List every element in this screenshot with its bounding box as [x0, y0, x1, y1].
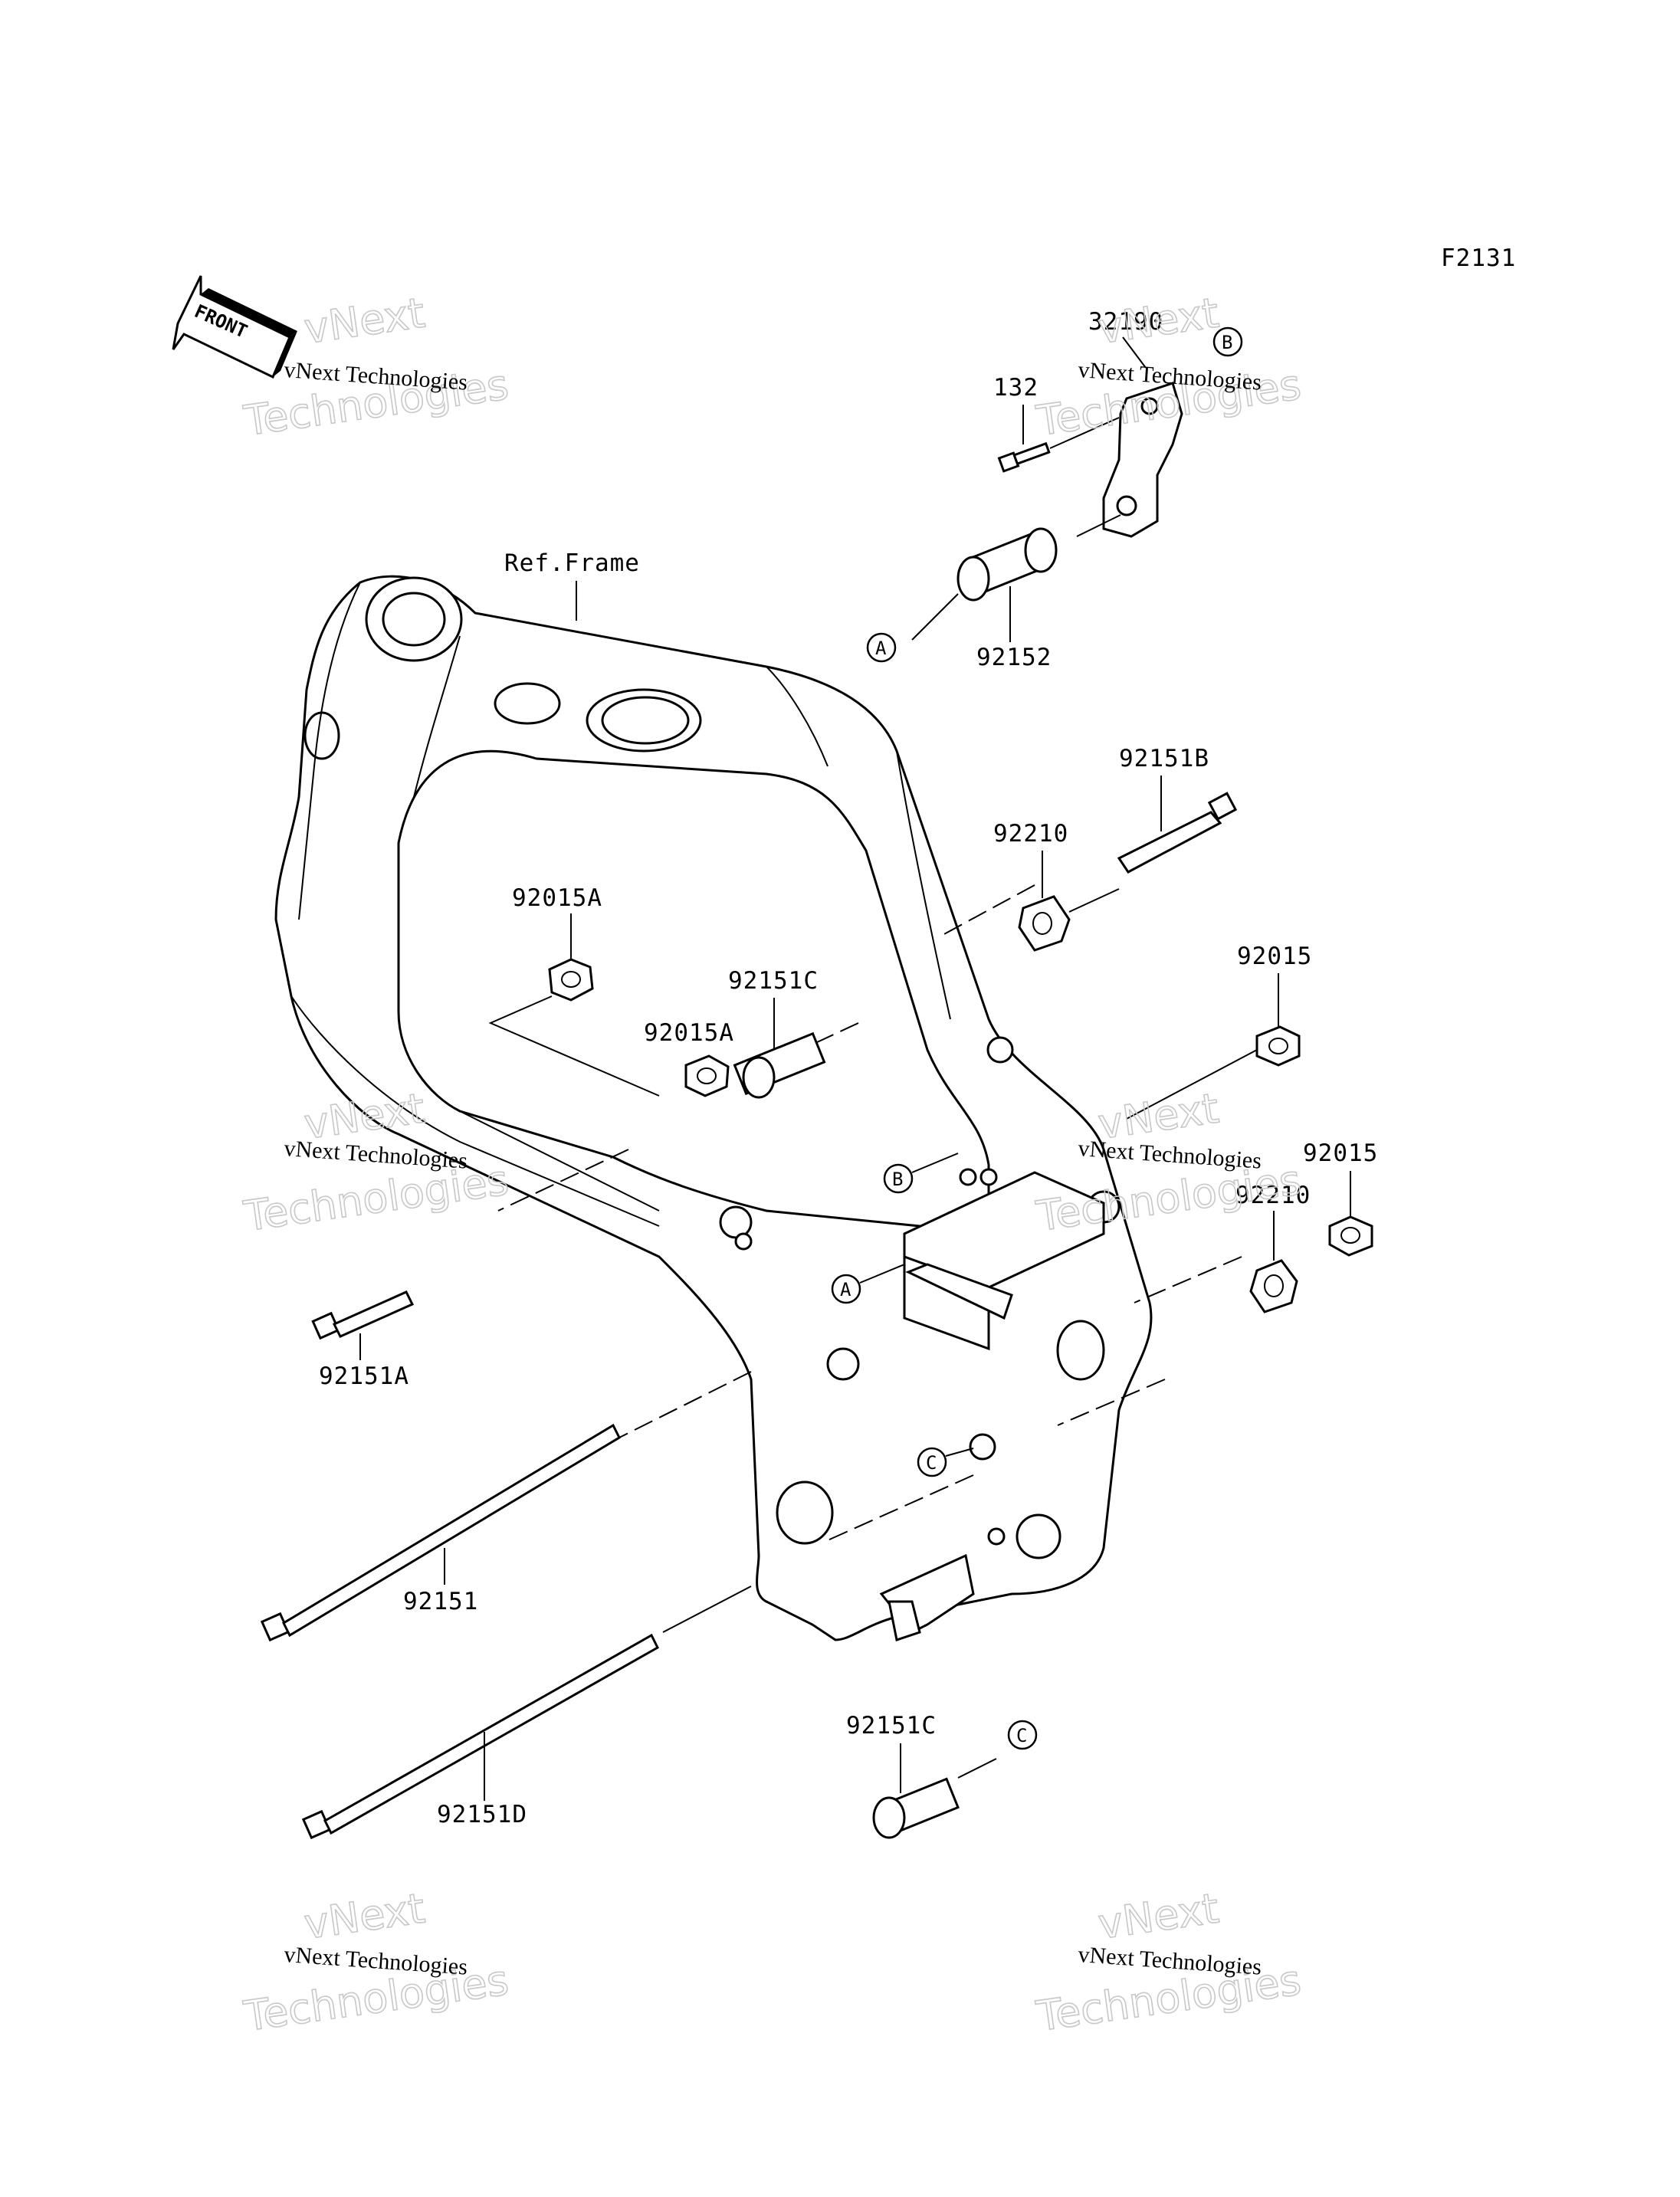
ref-circle-B-frame: B	[883, 1163, 914, 1194]
motorcycle-frame	[274, 575, 1153, 1641]
ref-circle-B-top: B	[1212, 326, 1243, 357]
part-label-92151C-top: 92151C	[728, 967, 819, 995]
bolt-92151A	[311, 1290, 415, 1340]
bolt-92151D	[301, 1633, 659, 1840]
svg-text:C: C	[926, 1452, 937, 1474]
bracket-32190	[1102, 382, 1183, 538]
diagram-code: F2131	[1441, 244, 1516, 272]
frame-label: Ref.Frame	[504, 549, 640, 577]
part-label-92015-right: 92015	[1303, 1139, 1378, 1167]
part-label-92151D: 92151D	[437, 1801, 527, 1828]
svg-text:A: A	[840, 1279, 851, 1300]
part-label-92151C-bottom: 92151C	[846, 1712, 937, 1740]
nut-92210-top	[1018, 895, 1071, 952]
part-label-92210-top: 92210	[993, 820, 1068, 848]
svg-text:vNext: vNext	[301, 289, 428, 353]
ref-circle-A-top: A	[866, 632, 897, 663]
collar-92152	[956, 527, 1058, 602]
watermark-5: vNext Technologies vNext Technologies	[240, 1884, 512, 2041]
part-label-132: 132	[993, 374, 1039, 402]
part-label-92015-top: 92015	[1237, 943, 1312, 970]
part-label-92210-right: 92210	[1235, 1182, 1311, 1209]
nut-92015A-mid	[684, 1054, 730, 1097]
svg-text:B: B	[1222, 332, 1232, 353]
part-label-92151: 92151	[403, 1588, 478, 1615]
bolt-92151C-bottom	[872, 1777, 960, 1839]
part-label-92015A-mid: 92015A	[644, 1019, 734, 1047]
part-label-92151B: 92151B	[1119, 745, 1209, 772]
bolt-132	[997, 441, 1051, 473]
svg-text:C: C	[1016, 1725, 1027, 1746]
front-arrow-icon: FRONT	[172, 275, 297, 379]
watermark-6: vNext Technologies vNext Technologies	[1032, 1884, 1304, 2041]
part-label-92151A: 92151A	[319, 1362, 409, 1390]
nut-92210-right	[1249, 1259, 1298, 1313]
nut-92015-top	[1255, 1025, 1301, 1067]
svg-text:vNext: vNext	[1095, 1884, 1222, 1949]
ref-circle-C-bottom: C	[1007, 1720, 1038, 1750]
svg-text:Technologies: Technologies	[241, 1156, 511, 1241]
part-label-92015A-top: 92015A	[512, 884, 602, 912]
watermark-2: vNext Technologies vNext Technologies	[1032, 288, 1304, 446]
svg-text:vNext: vNext	[1095, 289, 1222, 353]
ref-circle-C-frame: C	[917, 1447, 947, 1477]
nut-92015-right	[1328, 1215, 1373, 1257]
svg-text:vNext: vNext	[301, 1884, 428, 1949]
bolt-92151C-top	[733, 1031, 826, 1099]
part-label-32190: 32190	[1088, 308, 1163, 336]
svg-text:A: A	[875, 638, 887, 659]
ref-circle-A-frame: A	[831, 1274, 861, 1304]
svg-text:B: B	[892, 1169, 903, 1190]
bolt-92151	[260, 1423, 621, 1642]
bolt-92151B	[1117, 792, 1238, 874]
part-label-92152: 92152	[976, 644, 1052, 671]
